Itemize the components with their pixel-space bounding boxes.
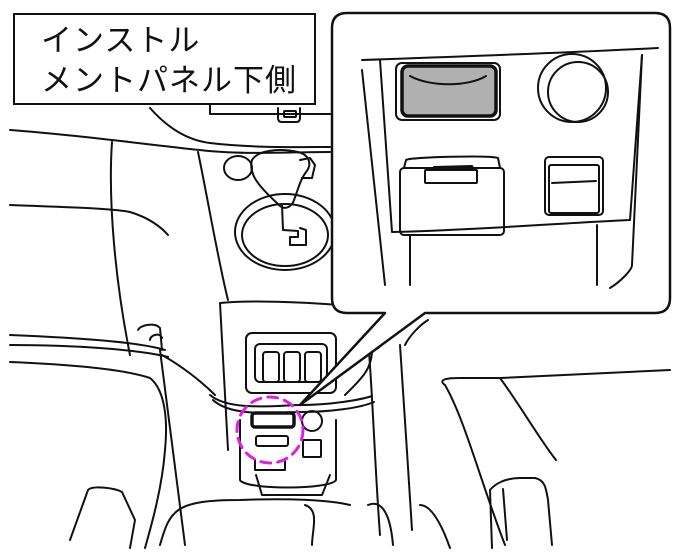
left-seat [9,323,216,549]
armrest [159,498,351,546]
callout-balloon [298,11,672,407]
label-line-2: メントパネル下側 [41,63,297,99]
label-line-1: インストル [41,23,201,59]
highlight-circle [235,395,305,465]
center-console [209,300,375,496]
gear-shifter-illustration [223,149,336,271]
location-label-box: インストル メントパネル下側 [13,13,316,105]
callout-port [395,62,501,121]
right-side-panels [344,319,671,549]
